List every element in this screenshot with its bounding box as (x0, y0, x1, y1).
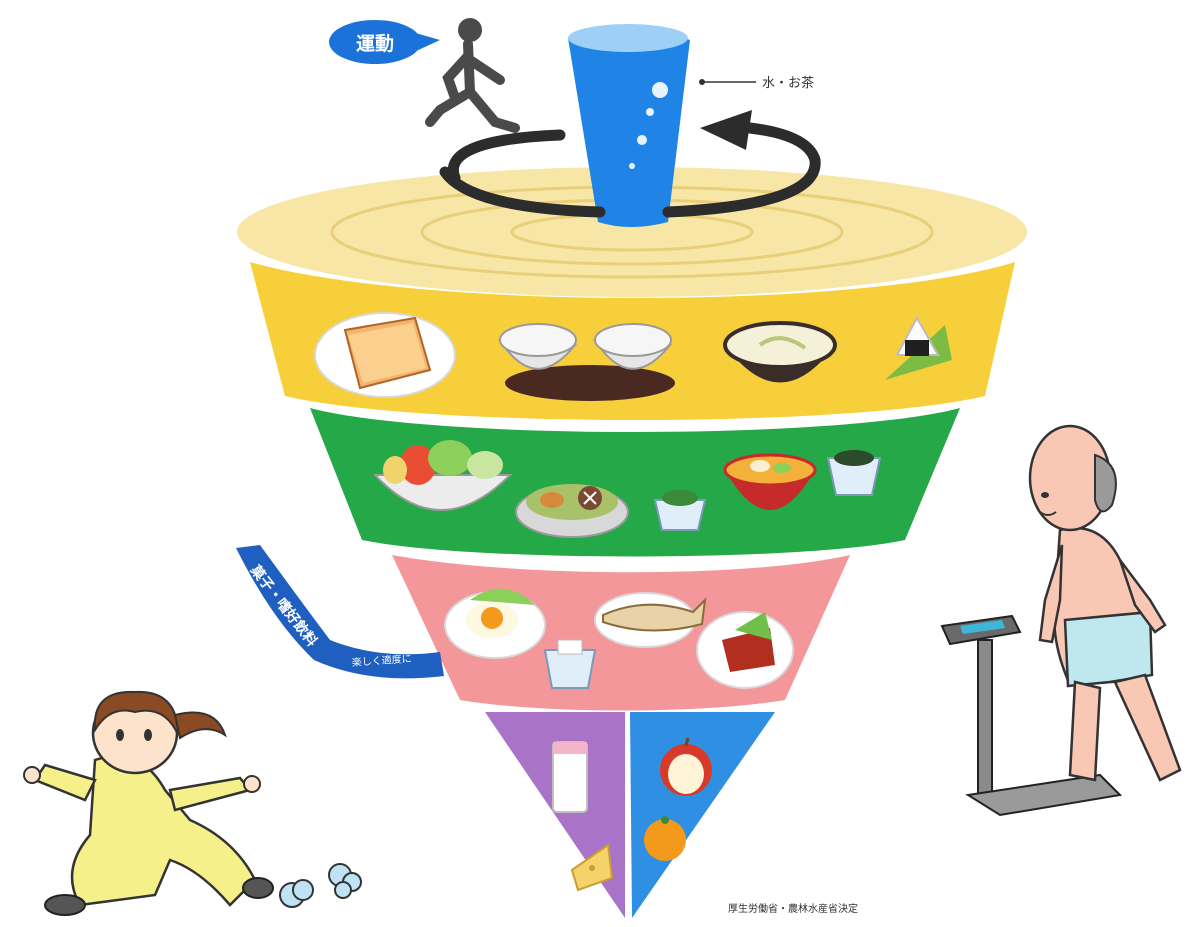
milk-glass-icon (552, 741, 588, 813)
exercise-label-bubble: 運動 (329, 20, 440, 64)
fruit-band (630, 712, 775, 918)
side-dish-bowl-icon (653, 490, 707, 531)
grilled-fish-icon (594, 592, 707, 648)
tofu-icon (543, 639, 597, 689)
meat-dish-icon (696, 611, 794, 689)
orange-icon (644, 816, 686, 861)
protein-band (392, 555, 850, 711)
onigiri-icon (885, 315, 952, 380)
vegetable-band (310, 408, 960, 557)
running-woman-icon (23, 690, 362, 916)
milk-band (485, 712, 625, 918)
noodle-bowl-icon (723, 321, 837, 383)
water-glass-icon (568, 24, 690, 227)
rotation-arrow-icon (439, 110, 821, 218)
exercise-label: 運動 (356, 33, 394, 55)
snack-ribbon-sublabel: 楽しく適度に (351, 652, 412, 669)
bread-icon (314, 312, 456, 398)
grain-band (250, 262, 1015, 420)
water-tea-callout: 水・お茶 (699, 75, 814, 91)
runner-icon (425, 18, 520, 133)
stew-bowl-icon (515, 484, 629, 538)
soup-bowl-icon (723, 453, 817, 510)
dust-cloud-icon (279, 863, 362, 908)
cheese-icon (570, 843, 614, 892)
water-tea-label: 水・お茶 (762, 75, 814, 91)
seaweed-bowl-icon (826, 450, 882, 496)
fried-egg-icon (444, 588, 546, 659)
salad-bowl-icon (372, 440, 513, 511)
rice-bowl-icon (498, 323, 675, 401)
apple-icon (660, 737, 712, 796)
credit-text: 厚生労働省・農林水産省決定 (728, 902, 858, 915)
weight-scale-icon (940, 614, 1123, 817)
man-on-scale-icon (940, 424, 1182, 817)
snack-ribbon-label: 菓子・嗜好飲料 (246, 561, 320, 649)
spinning-top (237, 24, 1027, 918)
